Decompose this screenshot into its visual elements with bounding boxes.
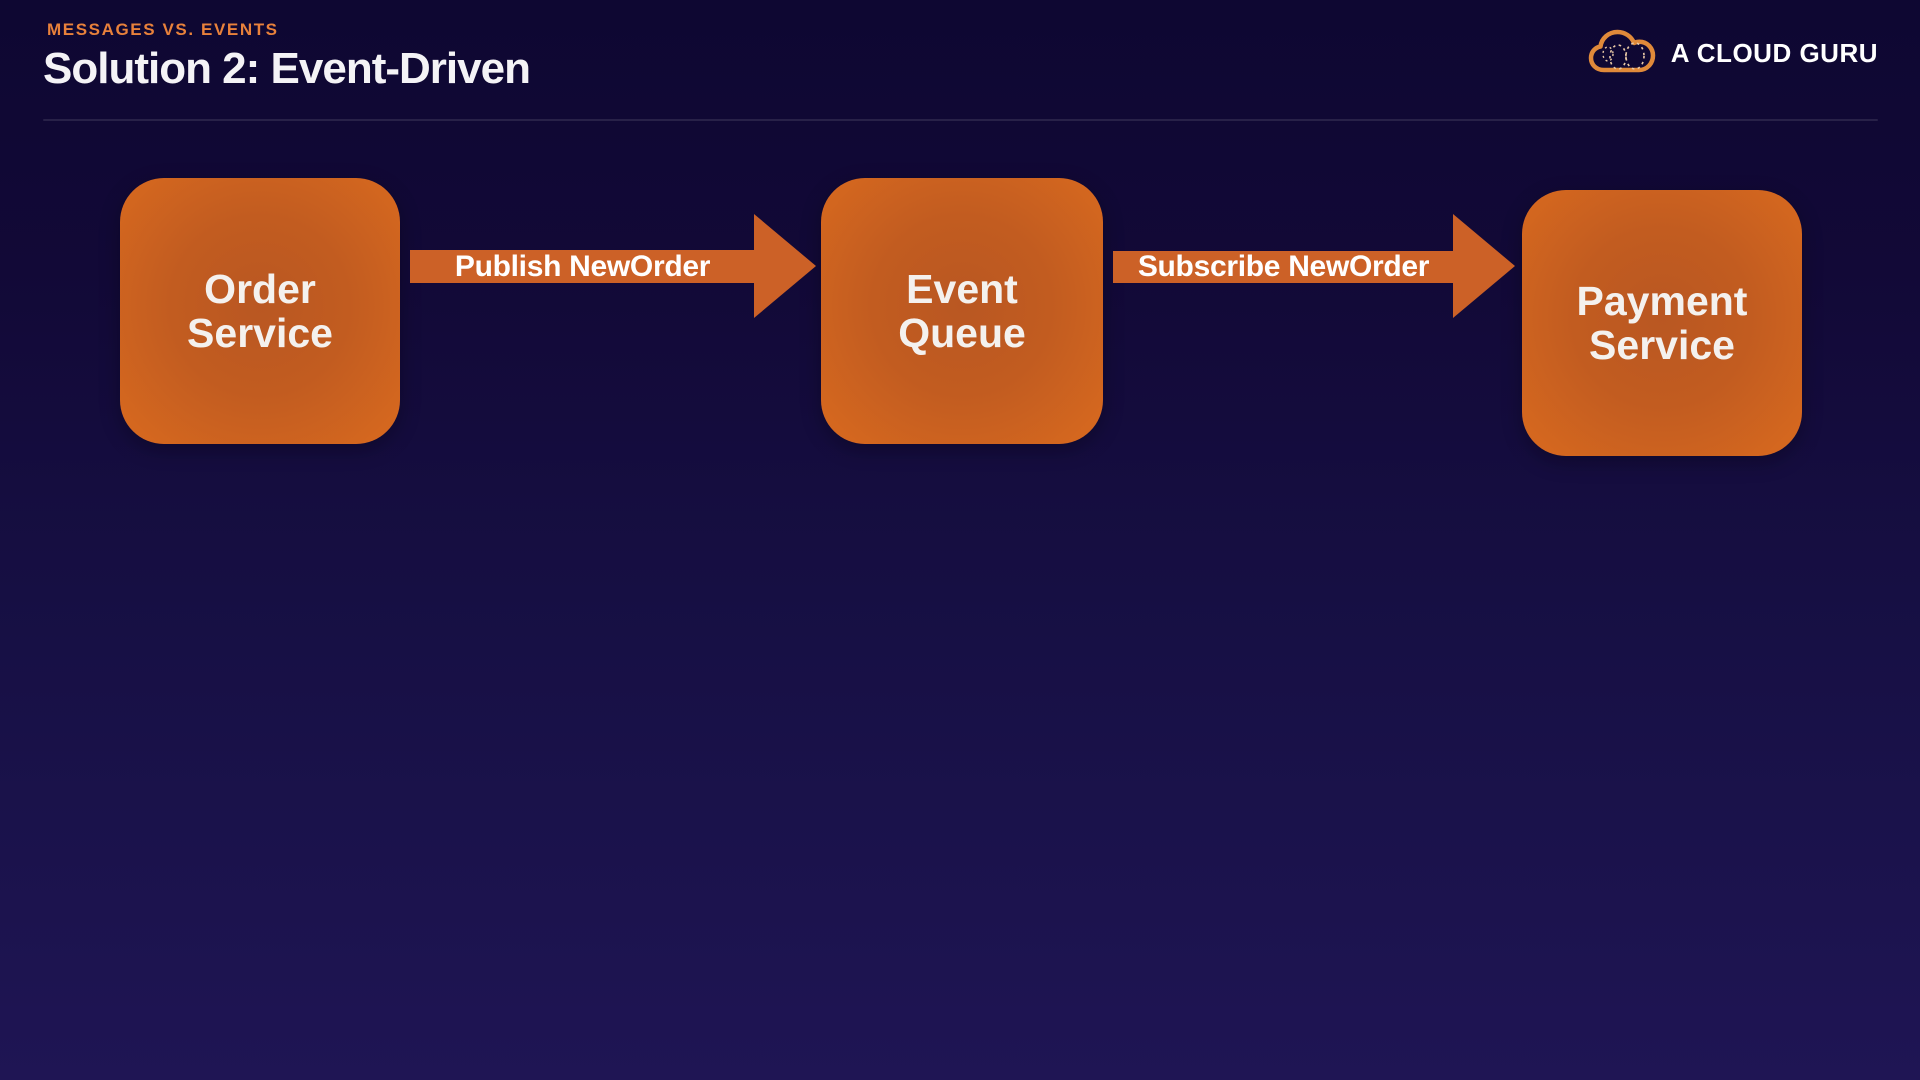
node-label-line: Service (187, 310, 333, 356)
node-order-service: Order Service (120, 178, 400, 444)
brand-logo-text: A CLOUD GURU (1670, 38, 1878, 68)
node-event-queue: Event Queue (821, 178, 1103, 444)
node-label-line: Event (906, 265, 1018, 312)
node-label-line: Service (1589, 322, 1735, 368)
brand-logo: A CLOUD GURU (1588, 28, 1878, 79)
node-label-line: Order (204, 265, 316, 312)
node-label-line: Queue (898, 310, 1026, 356)
arrow-shaft (410, 250, 755, 283)
arrow-shaft (1113, 251, 1454, 283)
cloud-logo-icon (1588, 28, 1656, 79)
eyebrow-label: MESSAGES VS. EVENTS (47, 20, 279, 39)
node-label-line: Payment (1576, 277, 1748, 324)
page-title: Solution 2: Event-Driven (43, 44, 531, 93)
node-payment-service: Payment Service (1522, 190, 1802, 456)
arrow-label: Subscribe NewOrder (1137, 250, 1430, 283)
arrow-subscribe-neworder: Subscribe NewOrder (1113, 214, 1518, 318)
arrow-head-icon (1453, 214, 1515, 318)
arrow-label: Publish NewOrder (454, 249, 711, 283)
header-divider (43, 119, 1878, 121)
arrow-publish-neworder: Publish NewOrder (410, 214, 816, 318)
arrow-head-icon (754, 214, 816, 318)
